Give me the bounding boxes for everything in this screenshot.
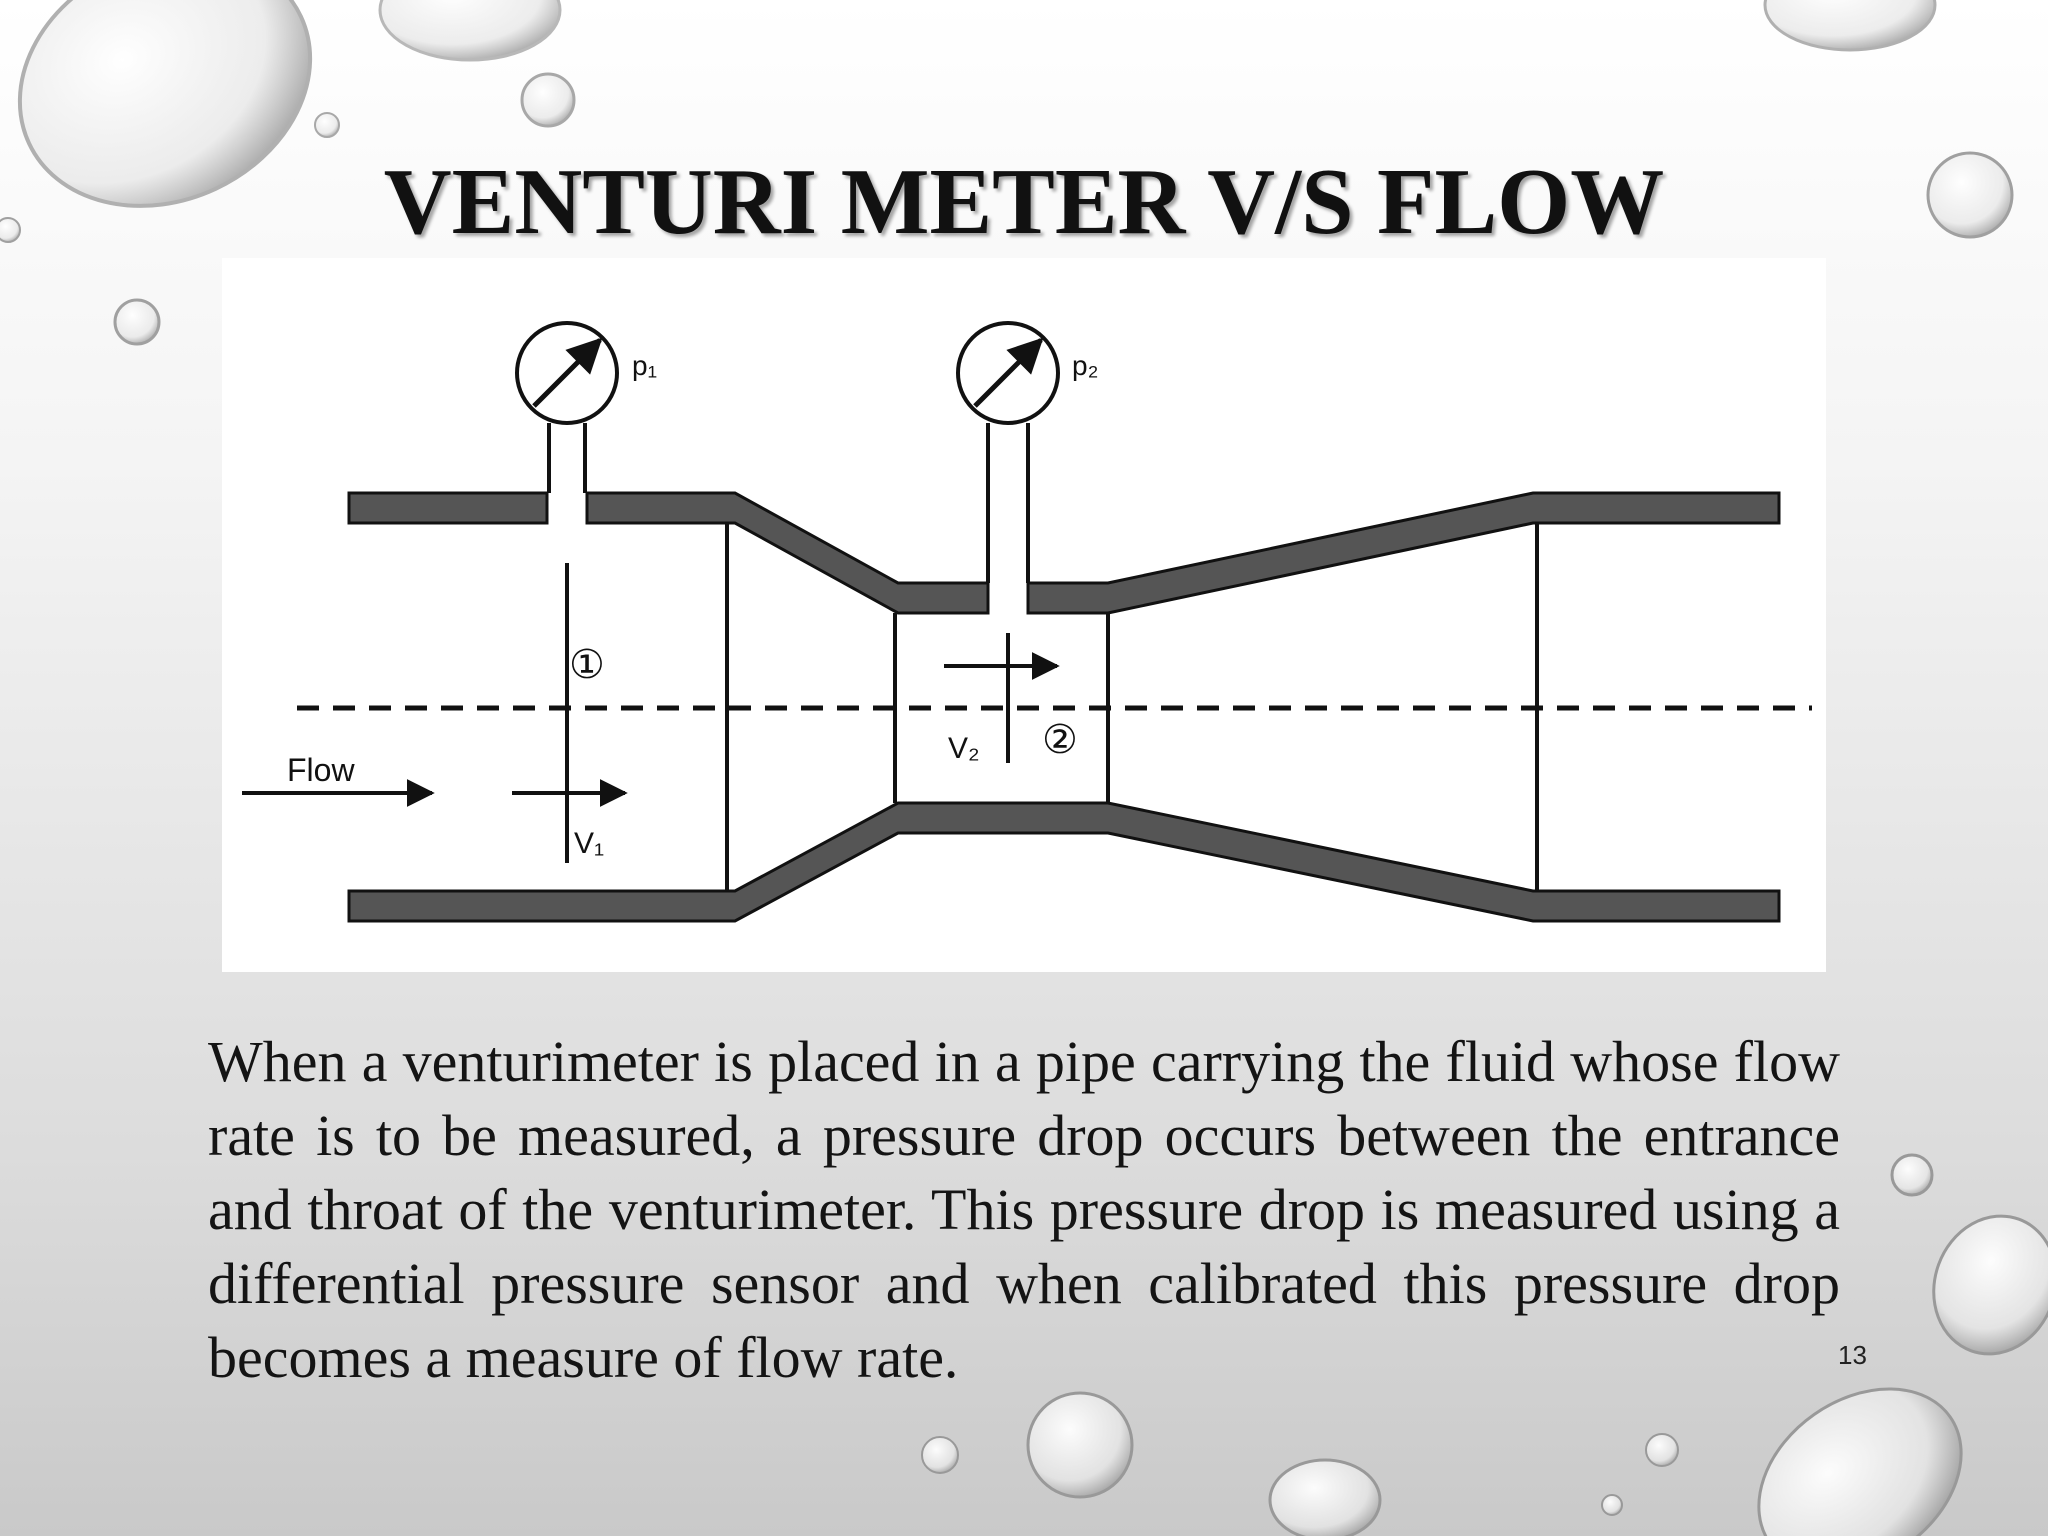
velocity-1-label: V₁ <box>574 827 604 860</box>
drop-small-4 <box>0 217 21 243</box>
drop-top-right <box>1763 0 1937 52</box>
page-number: 13 <box>1838 1340 1867 1370</box>
gauge-1-label: p₁ <box>632 350 657 381</box>
section-1-marker: ① <box>569 642 605 688</box>
venturi-diagram: p₁ p₂ ① V₁ Flow V₂ ② <box>222 258 1826 972</box>
pipe-wall-top-throat-diffuser <box>1026 491 1781 615</box>
drop-right-1 <box>1926 151 2014 239</box>
pipe-wall-bottom <box>347 801 1781 923</box>
drop-bottom-3 <box>921 1436 959 1474</box>
slide-body-text: When a venturimeter is placed in a pipe … <box>208 1029 1840 1390</box>
gauge-2-needle <box>973 337 1044 408</box>
pipe-wall-top-inlet-right <box>585 491 990 615</box>
venturi-diagram-svg: p₁ p₂ ① V₁ Flow V₂ ② <box>242 321 1812 923</box>
pipe-wall-top-inlet-left <box>347 491 549 525</box>
drop-bottom-center <box>1026 1391 1134 1499</box>
drop-bottom-1 <box>1645 1433 1679 1467</box>
drop-small-2 <box>314 112 340 138</box>
drop-bottom-center-2 <box>1268 1458 1382 1536</box>
drop-small-1 <box>520 72 576 128</box>
flow-label: Flow <box>287 752 355 788</box>
drop-top-left-large <box>17 0 313 208</box>
drop-bottom-2 <box>1601 1494 1623 1516</box>
velocity-2-label: V₂ <box>948 732 980 765</box>
section-2-marker: ② <box>1042 717 1078 763</box>
drop-right-large <box>1932 1214 2048 1356</box>
slide-title: VENTURI METER V/S FLOW <box>383 150 1665 254</box>
drop-top-center-left <box>378 0 562 62</box>
drop-bottom-right-large <box>1757 1387 1963 1536</box>
drop-small-3 <box>113 298 161 346</box>
gauge-1-needle <box>532 337 603 408</box>
drop-right-2 <box>1890 1153 1934 1197</box>
gauge-2-label: p₂ <box>1072 350 1098 381</box>
